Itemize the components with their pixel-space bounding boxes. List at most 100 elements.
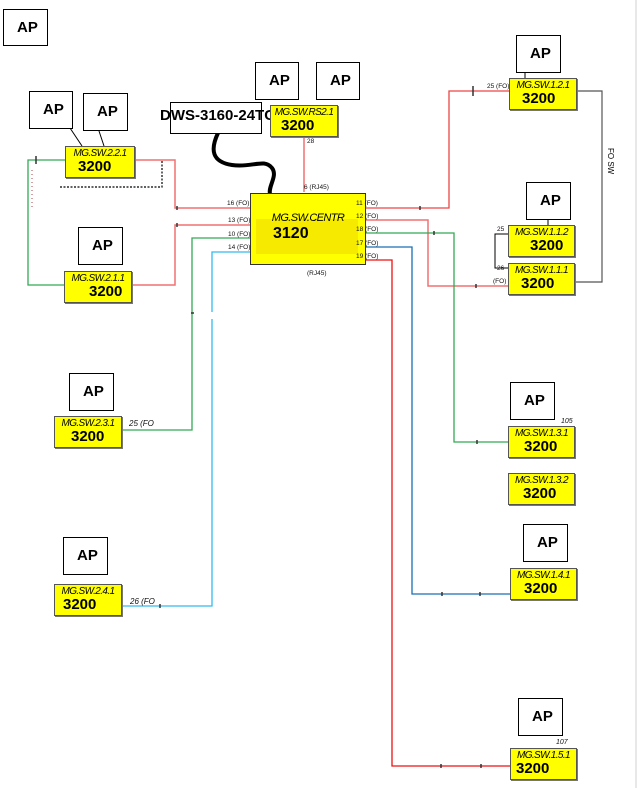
switch-model: 3200 bbox=[524, 438, 558, 455]
switch-1-3-1[interactable]: MG.SW.1.3.1 3200 bbox=[508, 426, 575, 458]
core-right-port: 18 (FO) bbox=[356, 226, 379, 233]
dws-label: DWS-3160-24TC bbox=[160, 107, 276, 124]
core-switch[interactable]: MG.SW.CENTR 3120 bbox=[250, 193, 366, 265]
switch-model: 3200 bbox=[63, 596, 97, 613]
switch-name: MG.SW.1.4.1 bbox=[516, 570, 571, 581]
core-left-port: 16 (FO) bbox=[227, 200, 250, 207]
ap-sw112[interactable]: AP bbox=[526, 182, 571, 220]
ap-sw241[interactable]: AP bbox=[63, 537, 108, 575]
switch-2-3-1[interactable]: MG.SW.2.3.1 3200 bbox=[54, 416, 122, 448]
port-label: (FO) bbox=[493, 278, 507, 285]
link-sw112-sw111 bbox=[494, 233, 508, 269]
core-bottom-port: (RJ45) bbox=[307, 270, 327, 277]
tick-marks bbox=[35, 86, 482, 768]
link-core10-sw231 bbox=[122, 237, 250, 431]
dws-3160-device[interactable]: DWS-3160-24TC bbox=[160, 102, 275, 134]
link-core19-sw151 bbox=[366, 259, 510, 767]
link-core14-sw241b bbox=[122, 319, 213, 607]
ap-label: AP bbox=[269, 72, 290, 89]
ap-sw121[interactable]: AP bbox=[516, 35, 561, 73]
ap-sw231[interactable]: AP bbox=[69, 373, 114, 411]
core-name: MG.SW.CENTR bbox=[271, 212, 345, 224]
switch-model: 3200 bbox=[524, 580, 558, 597]
link-core16-sw221 bbox=[136, 159, 250, 209]
switch-model: 3200 bbox=[523, 485, 557, 502]
switch-1-5-1[interactable]: MG.SW.1.5.1 3200 bbox=[510, 748, 577, 780]
port-label: 28 bbox=[307, 138, 315, 145]
switch-model: 3200 bbox=[522, 90, 556, 107]
switch-1-1-1[interactable]: MG.SW.1.1.1 3200 bbox=[508, 263, 575, 295]
switch-model: 3200 bbox=[516, 760, 550, 777]
ap-label: AP bbox=[43, 101, 64, 118]
switch-model: 3200 bbox=[89, 283, 123, 300]
port-label: 26 (FO bbox=[130, 597, 155, 606]
ap-label: AP bbox=[92, 237, 113, 254]
ap-label: AP bbox=[532, 708, 553, 725]
ap-label: AP bbox=[524, 392, 545, 409]
dashed-link bbox=[60, 160, 163, 188]
ap-sw141[interactable]: AP bbox=[523, 524, 568, 562]
switch-1-4-1[interactable]: MG.SW.1.4.1 3200 bbox=[510, 568, 577, 600]
ap-label: AP bbox=[17, 19, 38, 36]
ap-rs21-b[interactable]: AP bbox=[316, 62, 360, 100]
core-right-port: 19 (FO) bbox=[356, 253, 379, 260]
ap-lead bbox=[97, 127, 105, 147]
switch-name: MG.SW.2.3.1 bbox=[61, 418, 115, 429]
switch-rs2-1[interactable]: MG.SW.RS2.1 3200 bbox=[270, 105, 338, 137]
link-core18-sw131 bbox=[366, 232, 508, 443]
switch-name: MG.SW.2.1.1 bbox=[71, 273, 125, 284]
switch-name: MG.SW.1.2.1 bbox=[516, 80, 570, 91]
ap-label: AP bbox=[540, 192, 561, 209]
link-sw221-sw211 bbox=[27, 159, 65, 286]
switch-model: 3200 bbox=[71, 428, 105, 445]
tag-label: 105 bbox=[561, 418, 573, 425]
ap-top-left[interactable]: AP bbox=[3, 9, 48, 46]
link-core11-sw121 bbox=[366, 90, 509, 209]
fo-sw-label: FO SW bbox=[606, 148, 615, 175]
ap-lead bbox=[69, 127, 83, 147]
ap-label: AP bbox=[537, 534, 558, 551]
switch-2-1-1[interactable]: MG.SW.2.1.1 3200 bbox=[64, 271, 132, 303]
switch-name: MG.SW.2.2.1 bbox=[73, 148, 127, 159]
switch-name: MG.SW.2.4.1 bbox=[61, 586, 115, 597]
core-right-port: 12 (FO) bbox=[356, 213, 379, 220]
ap-rs21-a[interactable]: AP bbox=[255, 62, 299, 100]
core-left-port: 13 (FO) bbox=[228, 217, 251, 224]
core-right-port: 17 (FO) bbox=[356, 240, 379, 247]
ap-sw211[interactable]: AP bbox=[78, 227, 123, 265]
switch-model: 3200 bbox=[78, 158, 112, 175]
switch-1-1-2[interactable]: MG.SW.1.1.2 3200 bbox=[508, 225, 575, 257]
ap-sw131[interactable]: AP bbox=[510, 382, 555, 420]
ap-sw221-a[interactable]: AP bbox=[29, 91, 73, 129]
link-core13-sw211 bbox=[131, 224, 250, 286]
ap-label: AP bbox=[83, 383, 104, 400]
switch-name: MG.SW.1.3.1 bbox=[514, 428, 569, 439]
switch-name: MG.SW.1.1.2 bbox=[514, 227, 569, 238]
ap-sw221-b[interactable]: AP bbox=[83, 93, 128, 131]
switch-2-4-1[interactable]: MG.SW.2.4.1 3200 bbox=[54, 584, 122, 616]
tag-label: 107 bbox=[556, 739, 568, 746]
switch-name: MG.SW.RS2.1 bbox=[274, 107, 334, 118]
switch-model: 3200 bbox=[281, 117, 315, 134]
switch-1-2-1[interactable]: MG.SW.1.2.1 3200 bbox=[509, 78, 577, 110]
port-label: 25 (FO) bbox=[487, 83, 510, 90]
core-top-port: 6 (RJ45) bbox=[304, 184, 329, 191]
ap-label: AP bbox=[530, 45, 551, 62]
ap-label: AP bbox=[97, 103, 118, 120]
switch-1-3-2[interactable]: MG.SW.1.3.2 3200 bbox=[508, 473, 575, 505]
port-label: 26 bbox=[497, 265, 505, 272]
ap-sw151[interactable]: AP bbox=[518, 698, 563, 736]
switch-2-2-1[interactable]: MG.SW.2.2.1 3200 bbox=[65, 146, 135, 178]
switch-name: MG.SW.1.1.1 bbox=[514, 265, 569, 276]
ap-label: AP bbox=[330, 72, 351, 89]
link-core17-sw141 bbox=[366, 246, 510, 595]
switch-model: 3200 bbox=[521, 275, 555, 292]
core-right-port: 11 (FO) bbox=[356, 200, 378, 207]
core-inner-panel bbox=[256, 219, 358, 254]
core-left-port: 10 (FO) bbox=[228, 231, 251, 238]
port-label: 25 (FO bbox=[129, 419, 154, 428]
link-core12-sw111 bbox=[366, 219, 508, 287]
ap-label: AP bbox=[77, 547, 98, 564]
dws-cable bbox=[211, 132, 276, 195]
